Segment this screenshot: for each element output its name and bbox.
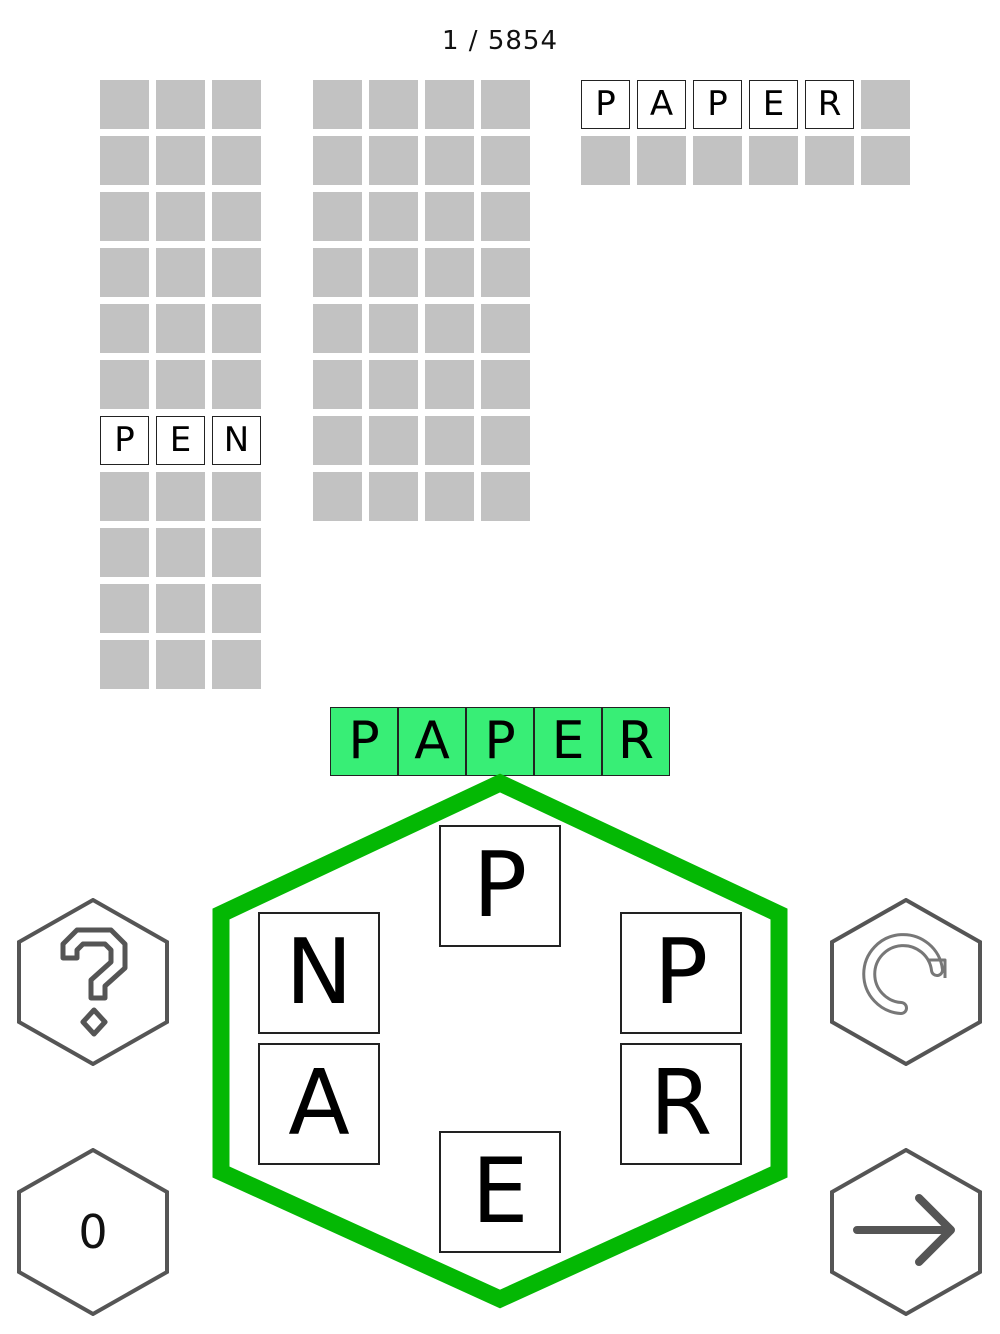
grid-empty-cell xyxy=(100,640,149,689)
grid-empty-cell xyxy=(156,640,205,689)
grid-empty-cell xyxy=(156,584,205,633)
question-icon xyxy=(60,927,128,1037)
grid-empty-cell xyxy=(313,192,362,241)
grid-letter-cell: P xyxy=(100,416,149,465)
current-word-letter: P xyxy=(330,707,398,776)
grid-empty-cell xyxy=(100,360,149,409)
grid-empty-cell xyxy=(481,360,530,409)
grid-empty-cell xyxy=(100,528,149,577)
grid-empty-cell xyxy=(369,360,418,409)
level-indicator: 1 / 5854 xyxy=(442,26,558,56)
grid-empty-cell xyxy=(212,136,261,185)
grid-empty-cell xyxy=(313,416,362,465)
grid-empty-cell xyxy=(313,248,362,297)
grid-empty-cell xyxy=(212,360,261,409)
counter-button[interactable]: 0 xyxy=(16,1148,170,1316)
grid-empty-cell xyxy=(313,472,362,521)
grid-empty-cell xyxy=(156,248,205,297)
grid-letter-cell: R xyxy=(805,80,854,129)
current-word-letter: R xyxy=(602,707,670,776)
grid-empty-cell xyxy=(805,136,854,185)
grid-empty-cell xyxy=(425,360,474,409)
current-word-letter: P xyxy=(466,707,534,776)
grid-empty-cell xyxy=(425,304,474,353)
shuffle-button[interactable] xyxy=(829,898,983,1066)
grid-empty-cell xyxy=(212,528,261,577)
grid-empty-cell xyxy=(637,136,686,185)
grid-empty-cell xyxy=(100,192,149,241)
grid-letter-cell: N xyxy=(212,416,261,465)
grid-empty-cell xyxy=(369,192,418,241)
grid-empty-cell xyxy=(212,304,261,353)
letter-tile-upper-right[interactable]: P xyxy=(620,912,742,1034)
grid-empty-cell xyxy=(369,472,418,521)
grid-empty-cell xyxy=(369,248,418,297)
grid-empty-cell xyxy=(212,80,261,129)
letter-tile-top[interactable]: P xyxy=(439,825,561,947)
grid-empty-cell xyxy=(425,136,474,185)
grid-empty-cell xyxy=(369,304,418,353)
grid-empty-cell xyxy=(156,136,205,185)
grid-empty-cell xyxy=(313,80,362,129)
grid-empty-cell xyxy=(581,136,630,185)
letter-tile-lower-left[interactable]: A xyxy=(258,1043,380,1165)
current-word-letter: A xyxy=(398,707,466,776)
grid-empty-cell xyxy=(100,472,149,521)
grid-empty-cell xyxy=(100,80,149,129)
letter-tile-lower-right[interactable]: R xyxy=(620,1043,742,1165)
grid-empty-cell xyxy=(861,80,910,129)
grid-empty-cell xyxy=(481,304,530,353)
counter-value: 0 xyxy=(78,1205,108,1259)
grid-empty-cell xyxy=(100,584,149,633)
grid-empty-cell xyxy=(100,248,149,297)
letter-tile-bottom[interactable]: E xyxy=(439,1131,561,1253)
grid-empty-cell xyxy=(481,80,530,129)
grid-empty-cell xyxy=(156,360,205,409)
grid-letter-cell: E xyxy=(156,416,205,465)
grid-empty-cell xyxy=(693,136,742,185)
grid-empty-cell xyxy=(212,192,261,241)
refresh-icon xyxy=(862,933,947,1015)
grid-empty-cell xyxy=(100,304,149,353)
grid-empty-cell xyxy=(212,472,261,521)
arrow-right-icon xyxy=(853,1194,955,1266)
grid-empty-cell xyxy=(156,192,205,241)
grid-empty-cell xyxy=(100,136,149,185)
grid-letter-cell: E xyxy=(749,80,798,129)
grid-empty-cell xyxy=(425,80,474,129)
grid-empty-cell xyxy=(425,248,474,297)
grid-empty-cell xyxy=(481,472,530,521)
grid-empty-cell xyxy=(156,80,205,129)
grid-empty-cell xyxy=(425,472,474,521)
grid-empty-cell xyxy=(212,640,261,689)
hint-button[interactable] xyxy=(16,898,170,1066)
grid-empty-cell xyxy=(313,304,362,353)
letter-tile-upper-left[interactable]: N xyxy=(258,912,380,1034)
grid-empty-cell xyxy=(369,136,418,185)
grid-letter-cell: P xyxy=(693,80,742,129)
grid-letter-cell: A xyxy=(637,80,686,129)
grid-empty-cell xyxy=(861,136,910,185)
grid-empty-cell xyxy=(156,472,205,521)
grid-empty-cell xyxy=(156,528,205,577)
next-button[interactable] xyxy=(829,1148,983,1316)
grid-empty-cell xyxy=(212,248,261,297)
grid-empty-cell xyxy=(481,248,530,297)
grid-empty-cell xyxy=(749,136,798,185)
grid-empty-cell xyxy=(481,416,530,465)
grid-empty-cell xyxy=(212,584,261,633)
grid-empty-cell xyxy=(425,416,474,465)
grid-letter-cell: P xyxy=(581,80,630,129)
current-word-letter: E xyxy=(534,707,602,776)
grid-empty-cell xyxy=(425,192,474,241)
grid-empty-cell xyxy=(481,136,530,185)
grid-empty-cell xyxy=(481,192,530,241)
grid-empty-cell xyxy=(369,416,418,465)
grid-empty-cell xyxy=(369,80,418,129)
grid-empty-cell xyxy=(313,360,362,409)
grid-empty-cell xyxy=(156,304,205,353)
grid-empty-cell xyxy=(313,136,362,185)
